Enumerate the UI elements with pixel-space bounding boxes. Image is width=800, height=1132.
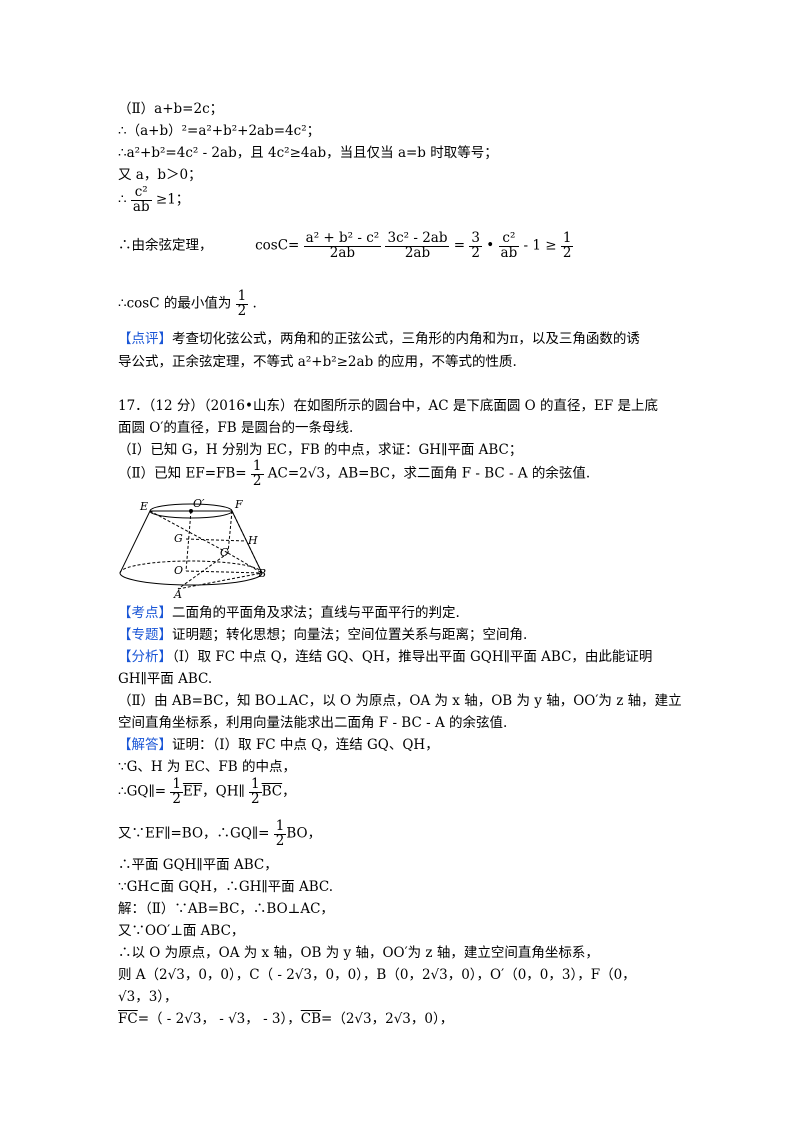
jieda-line-1: 【解答】证明：（Ⅰ）取 FC 中点 Q，连结 GQ、QH， bbox=[118, 737, 439, 753]
comment-line-2: 导公式，正余弦定理，不等式 a²+b²≥2ab 的应用，不等式的性质. bbox=[118, 354, 517, 370]
jieda-line-6: ∵GH⊂面 GQH，∴GH∥平面 ABC. bbox=[118, 879, 334, 895]
oo-line bbox=[185, 510, 192, 572]
min-value-fraction: 1 2 bbox=[235, 288, 249, 319]
jieda-line-10: 则 A（2√3，0，0），C（ - 2√3，0，0），B（0，2√3，0），O′… bbox=[118, 967, 636, 983]
label-c: C bbox=[220, 546, 229, 559]
ratio-den: ab bbox=[132, 198, 150, 215]
bottom-front-arc bbox=[119, 572, 263, 586]
frac-5: 1 2 bbox=[560, 230, 574, 261]
frac-3: 3 2 bbox=[469, 230, 482, 261]
cosine-lhs: cosC= bbox=[255, 237, 300, 254]
label-b: B bbox=[257, 567, 266, 580]
q17-line-2: 面圆 O′的直径，FB 是圆台的一条母线. bbox=[118, 420, 354, 436]
label-o-top: O′ bbox=[193, 497, 205, 510]
jieda-line-12: FC=（ - 2√3， - √3， - 3），CB=（2√3，2√3，0）， bbox=[118, 1011, 454, 1027]
left-generator bbox=[119, 510, 151, 574]
frac-1: a² + b² - c² 2ab bbox=[303, 230, 382, 261]
part2-header: （Ⅱ）a+b=2c； bbox=[118, 101, 224, 117]
fenxi-line-2: GH∥平面 ABC. bbox=[118, 671, 213, 687]
frustum-figure: E O′ F G H C O B A bbox=[119, 497, 266, 599]
frac-4: c² ab bbox=[498, 230, 520, 261]
bottom-back-arc bbox=[119, 560, 263, 574]
zhuanti-line: 【专题】证明题；转化思想；向量法；空间位置关系与距离；空间角. bbox=[118, 627, 528, 643]
expansion-line: ∴（a+b）²=a²+b²+2ab=4c²； bbox=[118, 123, 321, 139]
jieda-line-11: √3，3）， bbox=[118, 989, 178, 1005]
label-a: A bbox=[173, 588, 182, 599]
q17-part1: （Ⅰ）已知 G，H 分别为 EC，FB 的中点，求证：GH∥平面 ABC； bbox=[118, 442, 523, 458]
ratio-prefix: ∴ bbox=[118, 191, 127, 208]
ob-line bbox=[185, 570, 263, 574]
ratio-fraction: c² ab bbox=[130, 185, 152, 215]
label-g: G bbox=[174, 532, 183, 545]
jieda-line-2: ∵G、H 为 EC、FB 的中点， bbox=[118, 759, 296, 775]
jieda-line-8: 又∵OO′⊥面 ABC， bbox=[118, 923, 245, 939]
q17-fraction: 1 2 bbox=[250, 458, 264, 489]
ab-line bbox=[177, 572, 263, 590]
cb-line bbox=[227, 552, 263, 574]
jieda-line-3: ∴GQ∥= 1 2 EF，QH∥ 1 2 BC， bbox=[118, 776, 296, 807]
frac-2: 3c² - 2ab 2ab bbox=[385, 230, 450, 261]
fc-line bbox=[227, 510, 233, 554]
min-value-line: ∴cosC 的最小值为 1 2 . bbox=[118, 288, 257, 319]
fenxi-line-4: 空间直角坐标系，利用向量法能求出二面角 F - BC - A 的余弦值. bbox=[118, 715, 508, 731]
label-f: F bbox=[234, 498, 243, 511]
inequality-line: ∴a²+b²=4c² - 2ab，且 4c²≥4ab，当且仅当 a=b 时取等号… bbox=[118, 145, 498, 161]
fenxi-line-1: 【分析】（Ⅰ）取 FC 中点 Q，连结 GQ、QH，推导出平面 GQH∥平面 A… bbox=[118, 649, 653, 665]
label-h: H bbox=[247, 534, 258, 547]
positivity-line: 又 a，b＞0； bbox=[118, 167, 202, 183]
comment-line-1: 【点评】考查切化弦公式，两角和的正弦公式，三角形的内角和为π，以及三角函数的诱 bbox=[118, 331, 640, 347]
ratio-suffix: ≥1； bbox=[155, 191, 190, 208]
cosine-law-line: ∴由余弦定理， cosC= a² + b² - c² 2ab 3c² - 2ab… bbox=[118, 230, 574, 261]
label-o: O bbox=[174, 564, 183, 577]
ratio-line: ∴ c² ab ≥1； bbox=[118, 185, 190, 215]
fenxi-line-3: （Ⅱ）由 AB=BC，知 BO⊥AC，以 O 为原点，OA 为 x 轴，OB 为… bbox=[118, 693, 682, 709]
jieda-line-4: 又∵EF∥=BO，∴GQ∥= 1 2 BO， bbox=[118, 818, 322, 849]
comment-tag: 【点评】 bbox=[118, 331, 172, 347]
ratio-num: c² bbox=[130, 185, 152, 201]
cosine-prefix: ∴由余弦定理， bbox=[118, 237, 213, 254]
q17-part2: （Ⅱ）已知 EF=FB= 1 2 AC=2√3，AB=BC，求二面角 F - B… bbox=[118, 458, 591, 489]
q17-line-1: 17．（12 分）（2016•山东）在如图所示的圆台中，AC 是下底面圆 O 的… bbox=[118, 398, 658, 414]
jieda-line-9: ∴以 O 为原点，OA 为 x 轴，OB 为 y 轴，OO′为 z 轴，建立空间… bbox=[118, 945, 599, 961]
jieda-line-5: ∴平面 GQH∥平面 ABC， bbox=[118, 857, 278, 873]
kaodian-line: 【考点】二面角的平面角及求法；直线与平面平行的判定. bbox=[118, 605, 460, 621]
gh-line bbox=[185, 538, 247, 542]
label-e: E bbox=[139, 500, 148, 513]
fb-line bbox=[231, 510, 263, 574]
jieda-line-7: 解：（Ⅱ）∵AB=BC，∴BO⊥AC， bbox=[118, 901, 334, 917]
